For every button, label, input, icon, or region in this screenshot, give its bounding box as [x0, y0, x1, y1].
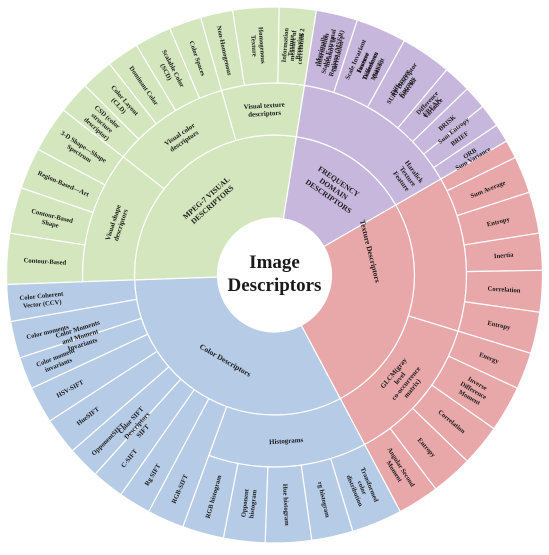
leaf-label-19: Hue histogram: [281, 484, 290, 527]
group-label-8: Visual texturedescriptors: [243, 102, 285, 119]
center-hub: Image Descriptors: [217, 218, 332, 332]
center-circle: [217, 218, 332, 332]
leaf-label-20: Opponenthistogram: [240, 488, 258, 519]
group-label-2: Histograms: [269, 437, 304, 446]
leaf-label-30: Color CoherentVector (CCV): [19, 291, 65, 311]
leaf-label-31: Contour-Based: [23, 257, 66, 267]
leaf-label-42: TextureBrowsing: [287, 31, 304, 60]
leaf-label-41: HomogenousTexture: [249, 27, 267, 65]
leaf-label-9: Inertia: [494, 252, 515, 261]
leaf-label-0: Informationmeasure ofcorrelation 2: [281, 26, 307, 64]
leaf-segment-30: [6, 279, 138, 323]
center-title-line2: Descriptors: [228, 275, 322, 296]
center-title-line1: Image: [249, 252, 300, 273]
sunburst-rings: [5, 6, 544, 544]
leaf-segment-49: [432, 124, 508, 180]
leaf-label-10: Correlation: [487, 286, 521, 295]
